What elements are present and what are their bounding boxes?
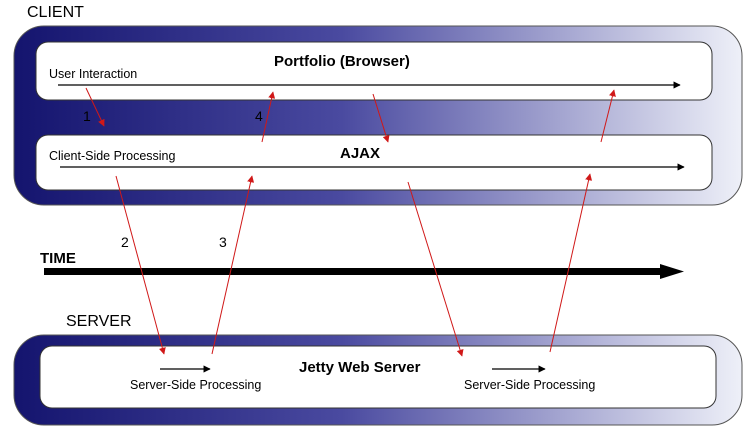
message-arrow-6: [407, 181, 464, 357]
message-arrow-7: [549, 173, 593, 353]
browser-lane: [35, 41, 713, 101]
client-processing-label: Client-Side Processing: [49, 149, 176, 163]
step-label-2: 2: [121, 234, 129, 250]
message-arrow-3: [211, 175, 255, 355]
server-lane: [39, 345, 717, 409]
message-arrow-4: [261, 91, 276, 143]
server-container: [13, 334, 743, 426]
message-arrow-5: [372, 93, 390, 143]
message-arrow-2: [115, 175, 166, 355]
time-label: TIME: [40, 250, 76, 267]
client-label: CLIENT: [27, 4, 84, 21]
server-label: SERVER: [66, 313, 132, 330]
message-arrow-1: [85, 87, 105, 127]
step-label-3: 3: [219, 234, 227, 250]
step-label-4: 4: [255, 108, 263, 124]
user-interaction-label: User Interaction: [49, 67, 138, 81]
ajax-title: AJAX: [340, 145, 381, 162]
step-label-1: 1: [83, 108, 91, 124]
server-processing-label-2: Server-Side Processing: [464, 378, 596, 392]
server-title: Jetty Web Server: [299, 359, 421, 376]
browser-title: Portfolio (Browser): [274, 53, 410, 70]
ajax-lane: [35, 134, 713, 191]
time-axis-arrow: [44, 264, 684, 279]
server-processing-label-1: Server-Side Processing: [130, 378, 262, 392]
message-arrow-8: [600, 89, 616, 143]
